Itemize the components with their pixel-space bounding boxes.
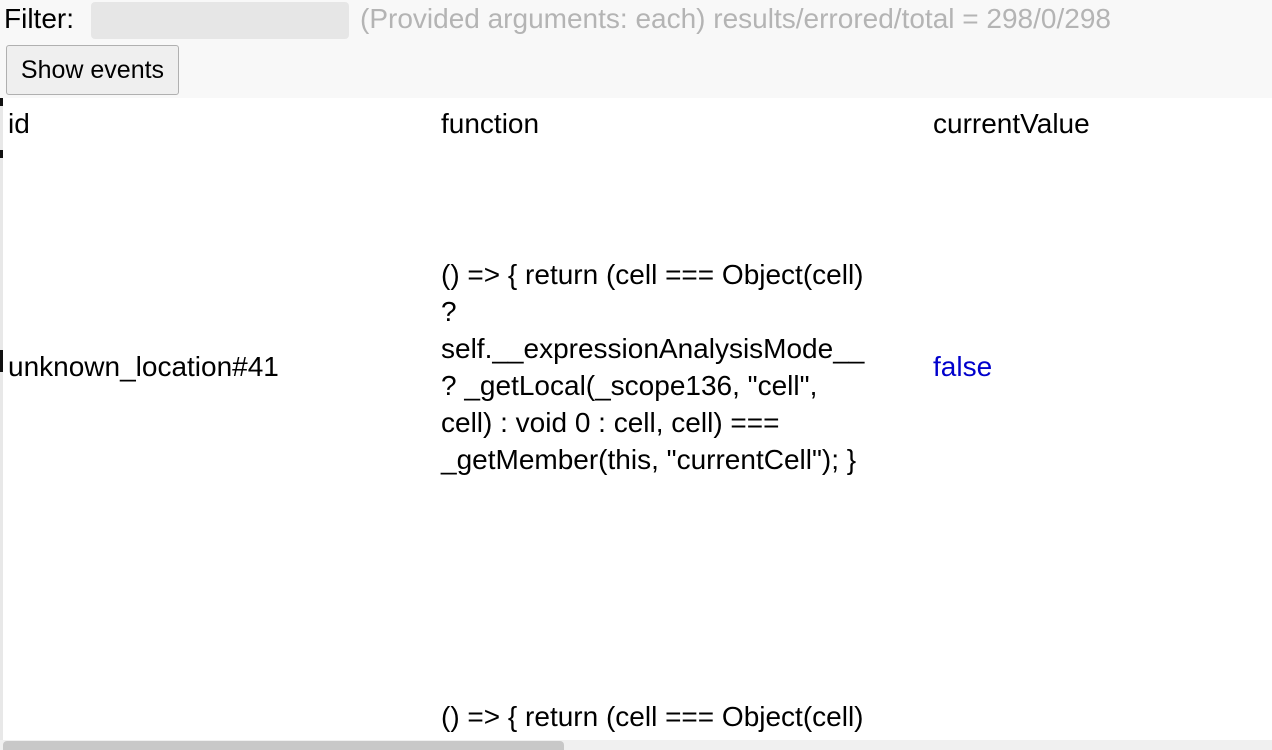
left-edge-tick (0, 350, 3, 372)
filter-input[interactable] (91, 2, 349, 39)
column-header-function: function (441, 108, 540, 139)
column-header-current-value: currentValue (933, 108, 1090, 139)
horizontal-scrollbar-thumb[interactable] (3, 741, 564, 750)
column-header-id: id (8, 108, 30, 139)
filter-toolbar: Filter: (Provided arguments: each) resul… (0, 0, 1272, 98)
results-stats: (Provided arguments: each) results/error… (360, 3, 1111, 34)
row-function-cell: () => { return (cell === Object(cell) ? … (441, 259, 865, 475)
row-id-cell: unknown_location#41 (8, 351, 279, 382)
show-events-button[interactable]: Show events (6, 45, 179, 95)
row-current-value-cell: false (933, 351, 993, 382)
left-edge-tick (0, 98, 3, 106)
left-edge-tick (0, 150, 3, 158)
horizontal-scrollbar[interactable] (0, 740, 1272, 750)
left-edge-border (0, 98, 3, 750)
filter-label: Filter: (4, 3, 74, 34)
row-function-cell: () => { return (cell === Object(cell) (441, 701, 864, 732)
